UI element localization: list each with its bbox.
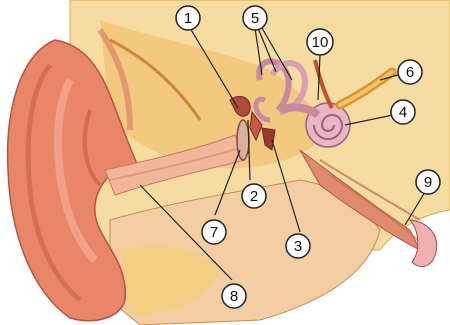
callout-8: 8 — [222, 284, 246, 308]
callout-6: 6 — [398, 60, 422, 84]
callout-5: 5 — [243, 6, 267, 30]
callout-9-label: 9 — [424, 174, 432, 191]
callout-5-label: 5 — [251, 10, 259, 27]
callout-10-label: 10 — [312, 34, 329, 51]
callout-3-label: 3 — [294, 238, 302, 255]
callout-10: 10 — [307, 29, 333, 55]
callout-7-label: 7 — [210, 224, 218, 241]
callout-2: 2 — [242, 184, 266, 208]
callout-2-label: 2 — [250, 188, 258, 205]
callout-8-label: 8 — [230, 288, 238, 305]
callout-4-label: 4 — [399, 104, 407, 121]
callout-7: 7 — [202, 220, 226, 244]
callout-1: 1 — [176, 6, 200, 30]
callout-6-label: 6 — [406, 64, 414, 81]
callout-3: 3 — [286, 234, 310, 258]
callout-1-label: 1 — [184, 10, 192, 27]
callout-4: 4 — [391, 100, 415, 124]
callout-9: 9 — [416, 170, 440, 194]
